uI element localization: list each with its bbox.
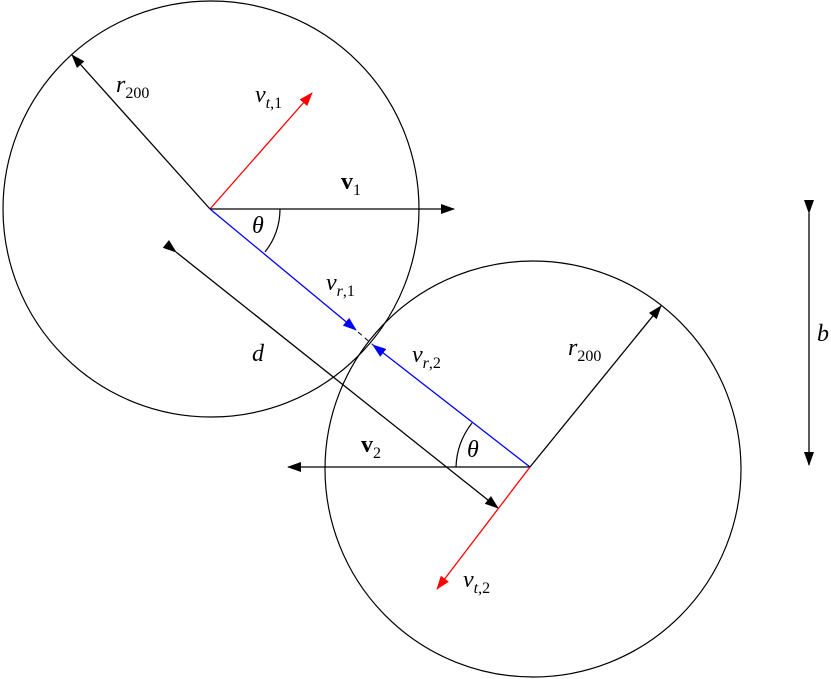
theta-1-arc bbox=[264, 208, 281, 253]
v1-label: v1 bbox=[341, 169, 361, 199]
distance-d-label: d bbox=[252, 341, 265, 367]
halo-2-circle bbox=[324, 260, 742, 678]
distance-d-arrow bbox=[162, 239, 499, 509]
r200-radius-1-arrow bbox=[71, 54, 211, 210]
r200-radius-2-arrow bbox=[529, 305, 662, 468]
theta-label-bottom: θ bbox=[467, 437, 479, 463]
vr2-label: vr,2 bbox=[412, 342, 441, 372]
vt1-label: vt,1 bbox=[255, 82, 282, 112]
vt2-arrow bbox=[436, 466, 531, 590]
theta-2-arc bbox=[455, 422, 473, 468]
impact-parameter-b-label: b bbox=[817, 321, 829, 347]
vt1-arrow bbox=[209, 92, 313, 210]
vr1-label: vr,1 bbox=[326, 270, 355, 300]
vt2-label: vt,2 bbox=[463, 567, 490, 597]
theta-label-top: θ bbox=[252, 213, 264, 239]
vr2-arrow bbox=[372, 344, 531, 468]
v2-label: v2 bbox=[361, 432, 381, 462]
r200-label-bottom: r200 bbox=[568, 335, 601, 365]
r200-label-top: r200 bbox=[116, 72, 149, 102]
